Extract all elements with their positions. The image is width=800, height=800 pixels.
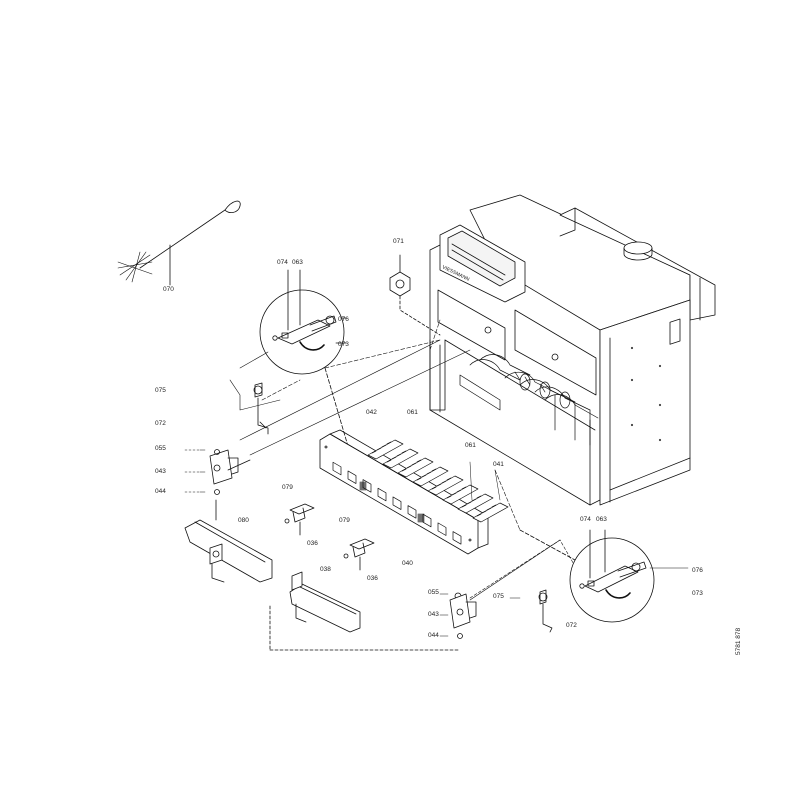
part-label-055: 055 <box>428 589 439 596</box>
burner-tubes <box>368 440 508 522</box>
part-label-041: 041 <box>493 461 504 468</box>
nozzle-brackets <box>285 504 374 570</box>
part-label-076: 076 <box>338 316 349 323</box>
part-label-044: 044 <box>428 632 439 639</box>
part-label-063: 063 <box>596 516 607 523</box>
part-label-080: 080 <box>238 517 249 524</box>
part-label-070: 070 <box>163 286 174 293</box>
side-panel <box>600 300 690 505</box>
left-ignition-assembly <box>185 340 470 495</box>
burner-tube <box>428 476 463 495</box>
installed-burner-tubes <box>460 355 598 445</box>
part-label-063: 063 <box>292 259 303 266</box>
burner-tube <box>368 440 403 459</box>
part-label-072: 072 <box>566 622 577 629</box>
detail-circle-right <box>520 530 688 622</box>
part-label-061: 061 <box>407 409 418 416</box>
leader-lines <box>262 320 520 530</box>
gas-manifold-080 <box>185 500 272 582</box>
part-label-071: 071 <box>393 238 404 245</box>
part-label-042: 042 <box>366 409 377 416</box>
part-label-073: 073 <box>692 590 703 597</box>
part-label-055: 055 <box>155 445 166 452</box>
burner-tube <box>443 485 478 504</box>
part-label-076: 076 <box>692 567 703 574</box>
boiler-housing: VIESSMANN <box>430 195 715 505</box>
right-ignition-assembly <box>440 540 580 639</box>
part-label-043: 043 <box>155 468 166 475</box>
part-label-074: 074 <box>580 516 591 523</box>
part-label-036: 036 <box>367 575 378 582</box>
cleaning-brush <box>118 201 240 285</box>
control-display <box>448 231 515 286</box>
part-label-040: 040 <box>402 560 413 567</box>
part-label-061: 061 <box>465 442 476 449</box>
detail-circle-left <box>240 270 355 470</box>
gas-manifold-038 <box>270 572 460 650</box>
part-label-043: 043 <box>428 611 439 618</box>
part-label-072: 072 <box>155 420 166 427</box>
part-label-044: 044 <box>155 488 166 495</box>
flue-collar <box>624 242 652 254</box>
drawing-number: 5781 878 <box>735 628 742 655</box>
part-label-073: 073 <box>338 341 349 348</box>
burner-tube <box>473 503 508 522</box>
part-label-038: 038 <box>320 566 331 573</box>
part-label-075: 075 <box>493 593 504 600</box>
part-label-079: 079 <box>339 517 350 524</box>
sight-glass-071 <box>390 255 440 335</box>
part-label-075: 075 <box>155 387 166 394</box>
part-label-079: 079 <box>282 484 293 491</box>
burner-tube <box>383 449 418 468</box>
burner-tube <box>458 494 493 513</box>
part-label-036: 036 <box>307 540 318 547</box>
burner-tube <box>413 467 448 486</box>
burner-tube <box>398 458 433 477</box>
part-label-074: 074 <box>277 259 288 266</box>
